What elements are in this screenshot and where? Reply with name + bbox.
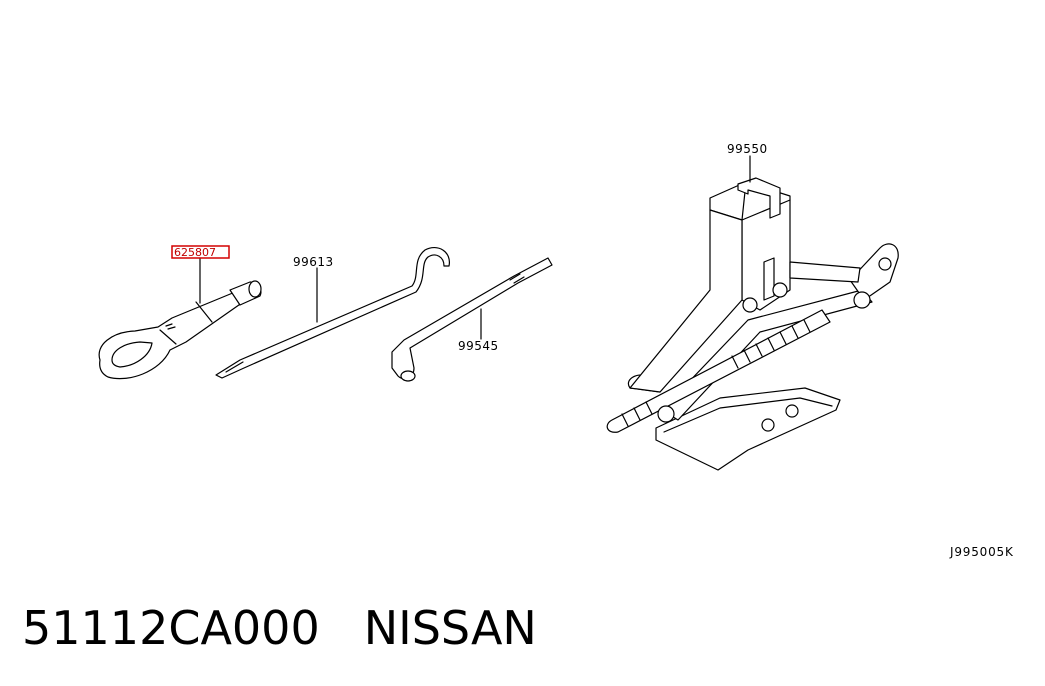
diagram-reference-code: J995005K xyxy=(949,545,1014,559)
part-label-625807[interactable]: 625807 xyxy=(174,246,216,259)
part-label-99550: 99550 xyxy=(727,142,768,156)
part-number-highlight-box[interactable] xyxy=(171,245,230,259)
caption: 51112CA000 NISSAN xyxy=(22,598,537,658)
wheel-wrench-drawing xyxy=(391,257,553,382)
tow-hook-drawing xyxy=(98,257,262,380)
jack-handle-drawing xyxy=(215,246,450,379)
caption-brand: NISSAN xyxy=(363,601,537,655)
caption-part-number: 51112CA000 xyxy=(22,601,320,655)
part-label-99613: 99613 xyxy=(293,255,334,269)
scissor-jack-drawing xyxy=(606,155,899,471)
part-label-99545: 99545 xyxy=(458,339,499,353)
